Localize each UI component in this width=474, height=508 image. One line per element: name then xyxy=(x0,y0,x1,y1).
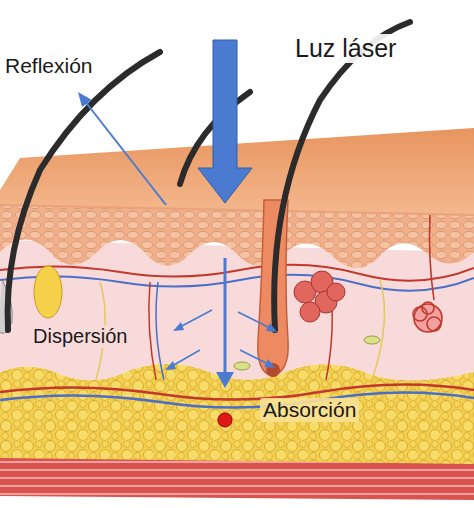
nerve-ending xyxy=(234,362,250,370)
scatter-arrows xyxy=(165,310,277,370)
text-label: Luz láser xyxy=(292,34,399,63)
absorption-dot xyxy=(218,413,232,427)
gland xyxy=(34,266,62,318)
vein xyxy=(156,282,164,380)
text-label: Absorción xyxy=(260,398,359,422)
epidermis-layer xyxy=(0,205,474,268)
vein xyxy=(0,392,474,407)
artery xyxy=(149,282,156,380)
sebaceous-gland xyxy=(294,271,345,322)
vein xyxy=(0,275,474,291)
reflection-arrow xyxy=(78,92,166,205)
surface-edge xyxy=(0,205,474,215)
laser-arrow xyxy=(198,40,252,203)
artery xyxy=(0,265,474,281)
hair xyxy=(274,22,410,330)
nerve-ending xyxy=(364,336,380,344)
sweat-gland xyxy=(413,215,442,332)
nerve xyxy=(372,280,385,380)
text-label: Reflexión xyxy=(2,54,96,78)
text-label: Dispersión xyxy=(30,325,130,348)
hair xyxy=(8,52,160,330)
transmission-arrow xyxy=(216,258,234,388)
